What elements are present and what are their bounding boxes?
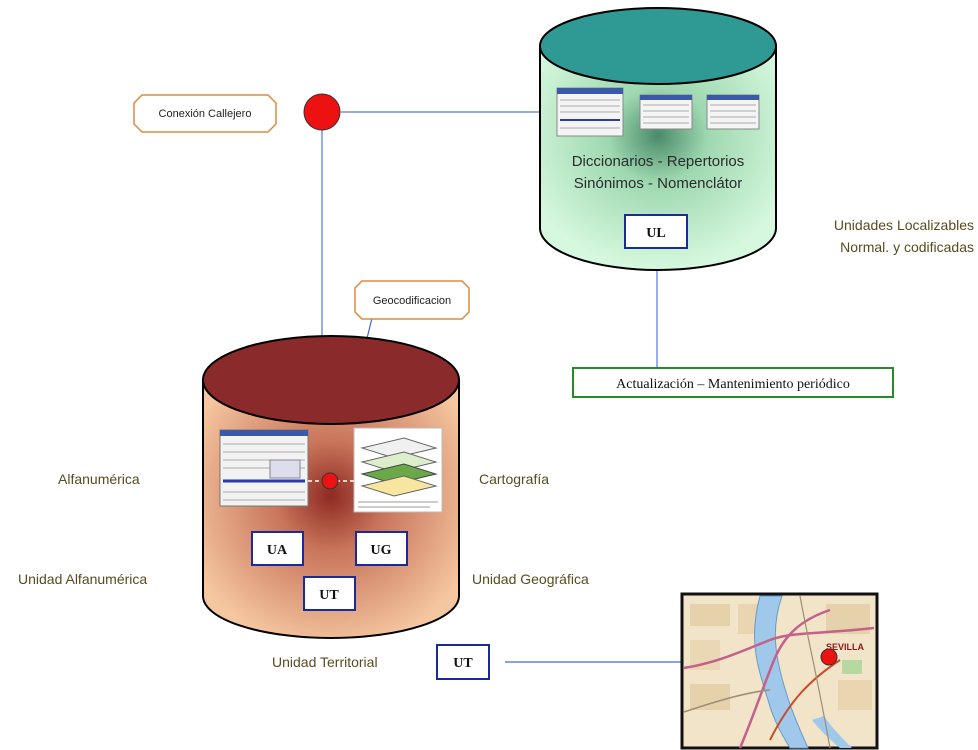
ua-box: [251, 531, 304, 566]
table-thumbnail-3: [706, 94, 760, 130]
table-thumbnail-2: [639, 94, 693, 130]
bottom-database-cylinder: UA UG UT: [202, 335, 460, 639]
unidad-alfanumerica-label: Unidad Alfanumérica: [18, 571, 147, 587]
ul-box-label: UL: [646, 226, 665, 241]
city-node: [820, 648, 838, 666]
conexion-callejero-label: Conexión Callejero: [159, 108, 252, 120]
ug-box: [355, 531, 408, 566]
sevilla-label: SEVILLA: [826, 642, 865, 652]
maintenance-box: Actualización – Mantenimiento periódico: [572, 367, 894, 398]
normal-codificadas-label: Normal. y codificadas: [840, 239, 974, 255]
city-map: SEVILLA: [680, 592, 879, 750]
cartografia-thumbnail: [353, 427, 443, 513]
alfanumerica-label: Alfanumérica: [58, 471, 140, 487]
unidad-territorial-label: Unidad Territorial: [272, 654, 378, 670]
table-thumbnail-1: [556, 87, 624, 137]
callout-conexion-callejero: Conexión Callejero: [133, 94, 277, 133]
ul-box: [624, 214, 688, 249]
conexion-node: [303, 93, 341, 131]
alfanumerica-thumbnail: [219, 429, 309, 507]
ut-box-standalone-label: UT: [453, 656, 473, 671]
top-cylinder-line2: Sinónimos - Nomenclátor: [574, 175, 742, 192]
unidades-localizables-label: Unidades Localizables: [834, 217, 974, 233]
geocod-node: [321, 472, 339, 490]
ug-box-label: UG: [371, 543, 392, 558]
ut-box-inner-label: UT: [319, 588, 339, 603]
cartografia-label: Cartografía: [479, 471, 549, 487]
top-cylinder-line1: Diccionarios - Repertorios: [572, 153, 745, 170]
maintenance-label: Actualización – Mantenimiento periódico: [616, 377, 850, 392]
ut-box-standalone: UT: [436, 644, 490, 680]
top-database-cylinder: Diccionarios - Repertorios Sinónimos - N…: [539, 7, 777, 271]
callout-geocodificacion: Geocodificacion: [354, 280, 470, 320]
ut-box-inner: [303, 576, 356, 611]
geocodificacion-label: Geocodificacion: [373, 295, 451, 307]
ua-box-label: UA: [267, 543, 288, 558]
unidad-geografica-label: Unidad Geográfica: [472, 571, 589, 587]
